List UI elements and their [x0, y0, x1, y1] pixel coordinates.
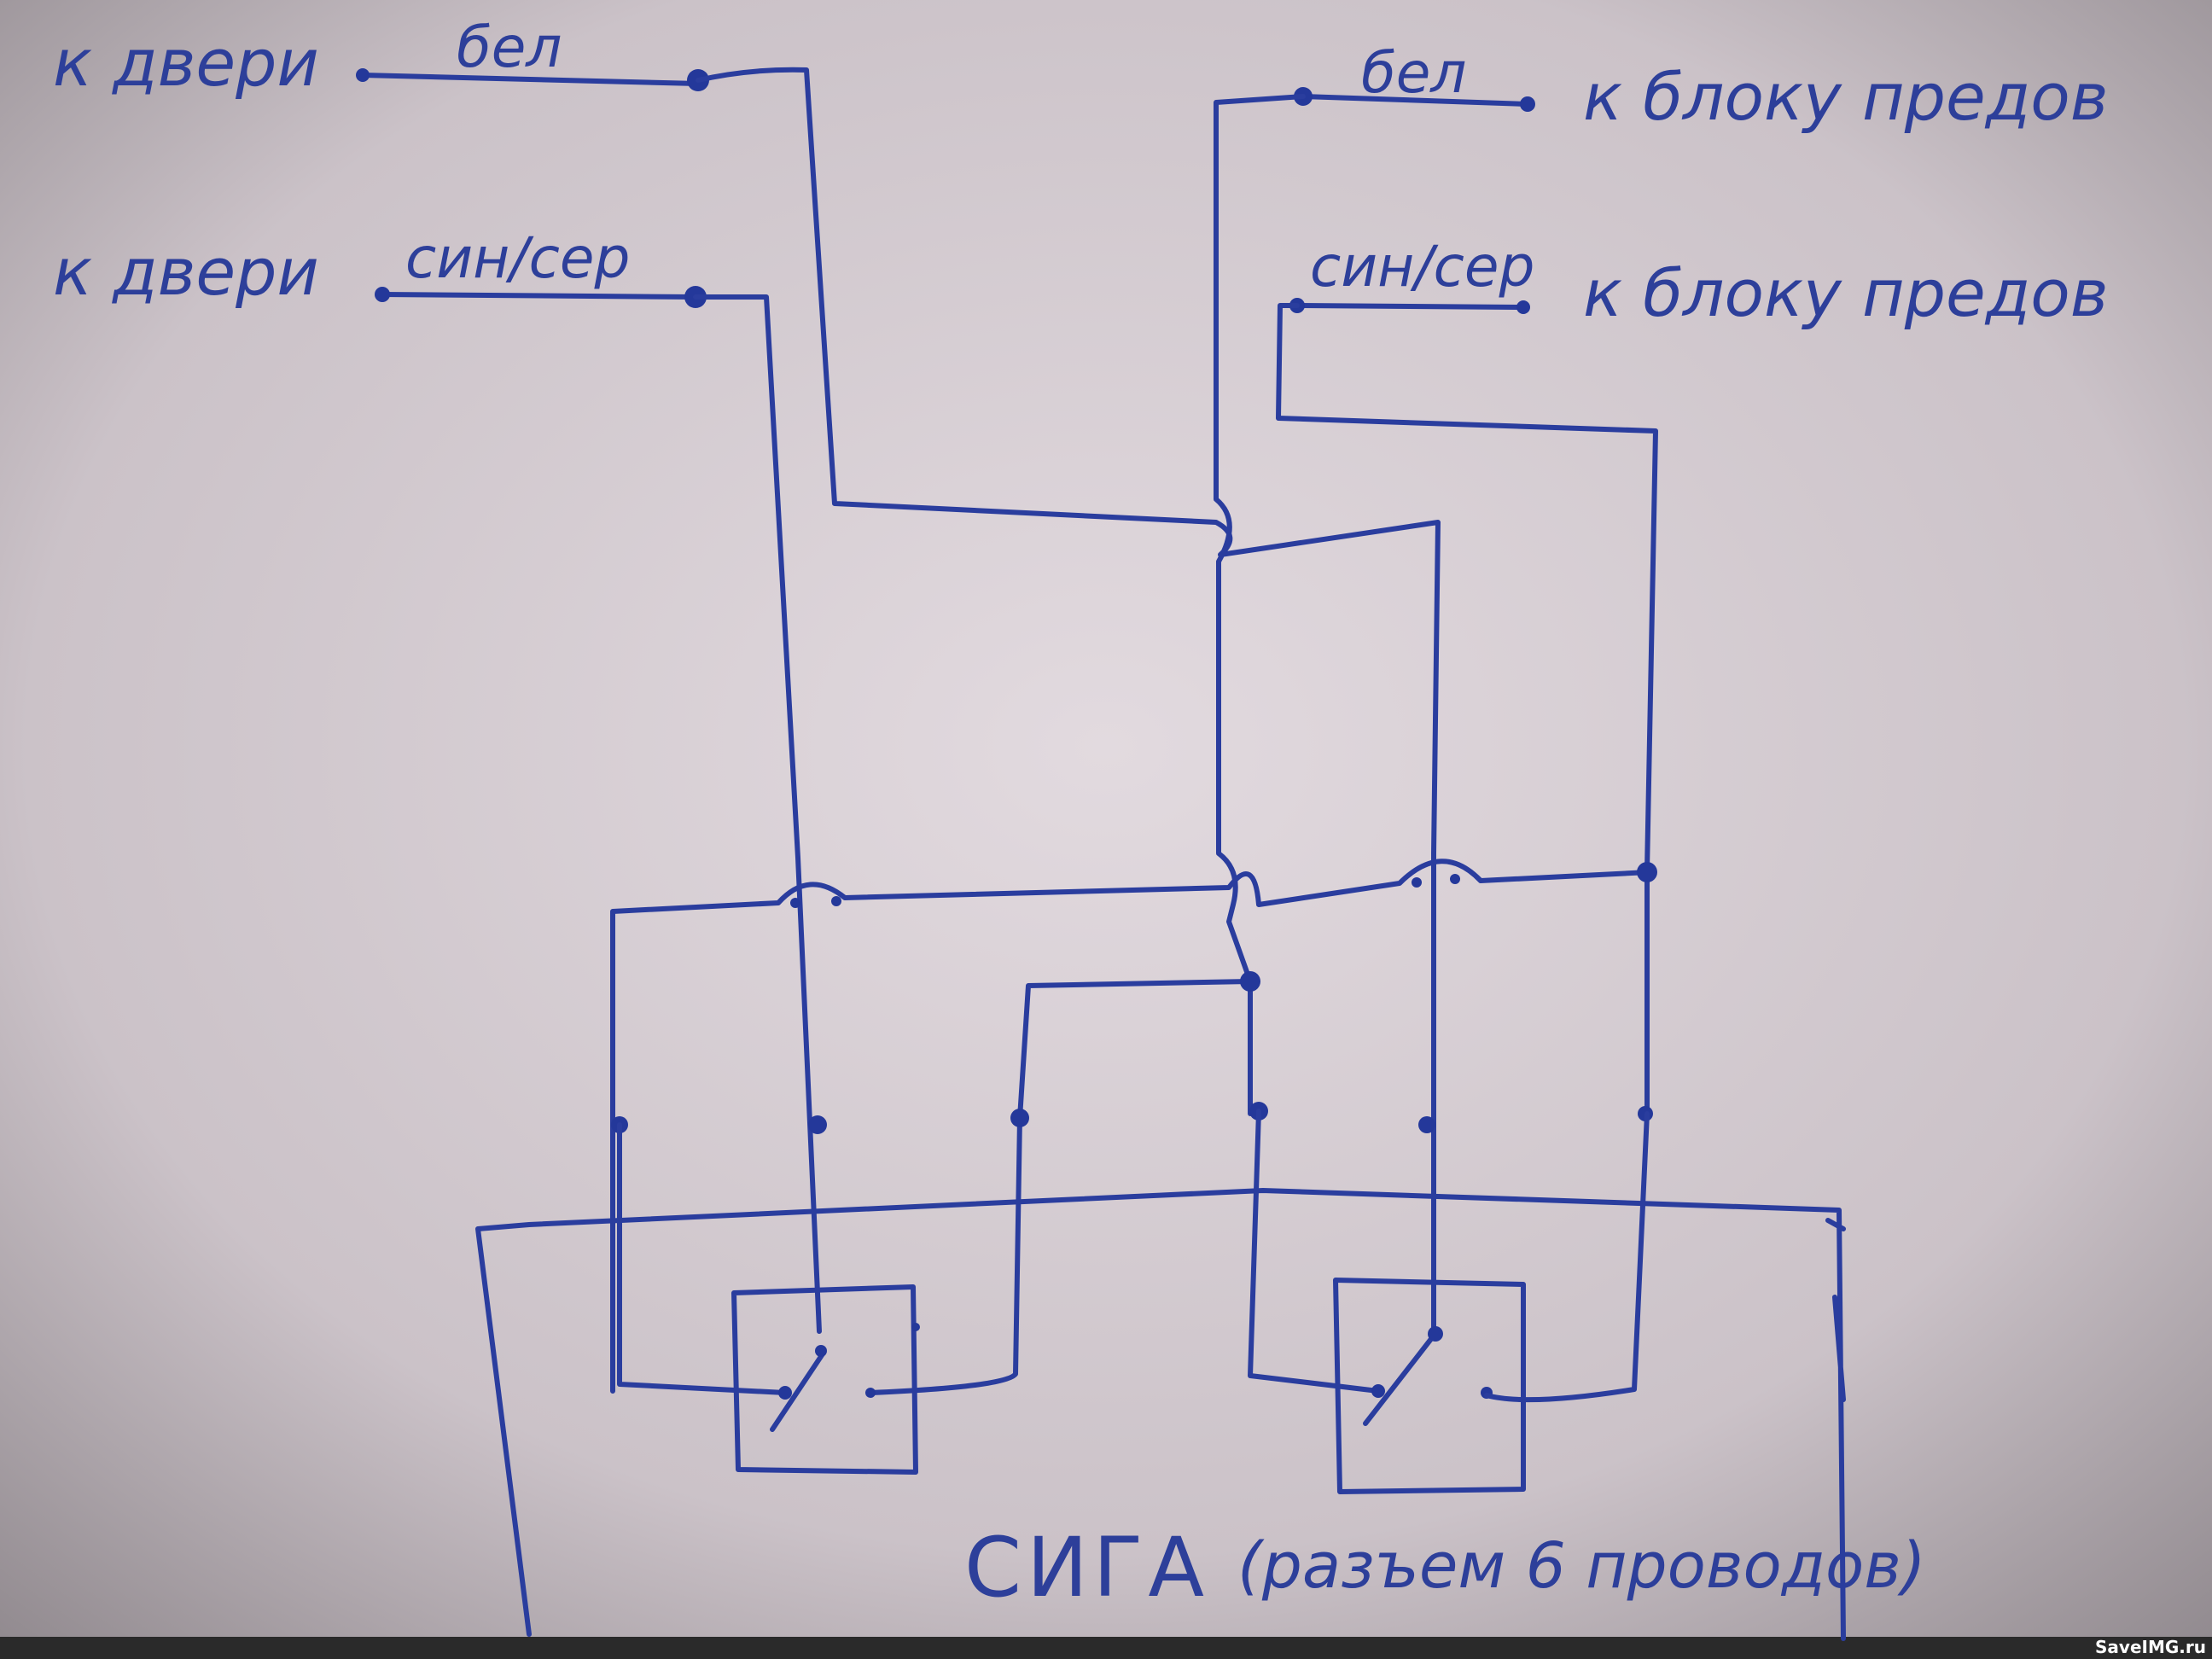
relay-right	[1248, 1109, 1650, 1494]
connector-pin-5	[1418, 1116, 1435, 1133]
junction-bus-right	[1637, 862, 1657, 882]
wire-block-bluegray-route	[1276, 303, 1658, 1116]
wire-label-white-left: бел	[457, 15, 562, 80]
label-to-door-bottom: к двери	[53, 234, 319, 310]
junction-bus-left-hop-a	[790, 898, 800, 908]
terminal-block-white-end	[1520, 96, 1535, 112]
device-outline	[475, 1188, 1846, 1641]
wire-block-bluegray-stub	[1295, 303, 1526, 310]
label-to-block-top: к блоку предов	[1583, 59, 2109, 135]
terminal-block-bluegray-end	[1516, 300, 1530, 314]
junction-bus-left-hop-b	[831, 896, 841, 906]
relay-right-contact-top	[1428, 1326, 1443, 1342]
relay-left	[617, 1122, 920, 1475]
wire-block-white-route	[1214, 94, 1306, 1116]
wire-horizontal-bus	[610, 859, 1651, 1394]
label-to-block-bottom: к блоку предов	[1583, 255, 2109, 331]
label-to-door-top: к двери	[53, 25, 319, 101]
relay-right-switch-arm	[1363, 1333, 1436, 1426]
wire-door-white-stub	[360, 73, 701, 86]
relay-right-common-lead	[1248, 1109, 1381, 1394]
relay-left-common-lead	[617, 1122, 788, 1395]
junction-inner-loop	[1240, 971, 1260, 992]
wire-label-white-right: бел	[1361, 40, 1467, 106]
relay-left-switch-arm	[770, 1350, 826, 1432]
connector-pin-2	[808, 1115, 827, 1134]
junction-bus-right-hop-a	[1412, 877, 1422, 888]
relay-left-contact-right	[865, 1388, 876, 1398]
wire-door-bluegray-route	[693, 294, 822, 1334]
bottom-dark-strip	[0, 1637, 2212, 1659]
terminal-door-bluegray-end	[375, 287, 390, 302]
relay-right-pivot	[1371, 1384, 1385, 1398]
wire-door-bluegray-stub	[380, 292, 698, 300]
wire-label-bluegray-right: син/сер	[1310, 234, 1534, 300]
wire-block-white-stub	[1301, 94, 1530, 107]
relay-left-pivot	[778, 1386, 792, 1400]
connector-pin-3	[1010, 1109, 1029, 1127]
device-title: СИГА	[964, 1520, 1209, 1615]
junction-bus-right-hop-b	[1450, 874, 1460, 884]
wire-inner-loop	[868, 979, 1253, 1395]
relay-right-no-lead	[1484, 1111, 1650, 1403]
terminal-door-white-end	[356, 68, 370, 82]
relay-left-box	[731, 1284, 918, 1475]
wire-label-bluegray-left: син/сер	[405, 225, 630, 291]
relay-left-box-tick	[911, 1323, 920, 1331]
relay-right-box	[1333, 1278, 1526, 1494]
relay-left-contact-top	[815, 1345, 827, 1357]
watermark: SaveIMG.ru	[2095, 1637, 2206, 1657]
device-subtitle: (разъем 6 проводов)	[1237, 1529, 1926, 1603]
